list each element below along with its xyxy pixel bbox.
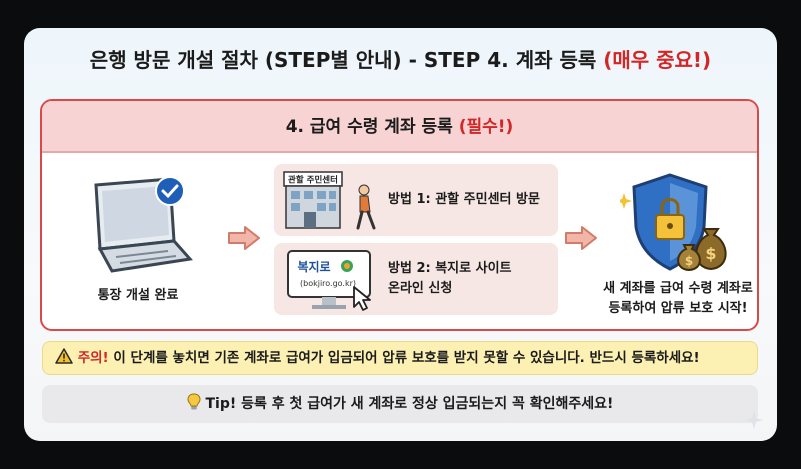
cursor-icon (353, 286, 371, 311)
money-bag-icon: $ $ (677, 228, 727, 272)
method2-label: 방법 2: 복지로 사이트 온라인 신청 (388, 259, 512, 299)
right-caption-line2: 등록하여 압류 보호 시작! (608, 301, 748, 316)
walking-person-icon (356, 184, 376, 230)
lightbulb-icon (187, 393, 201, 410)
right-caption: 새 계좌를 급여 수령 계좌로 등록하여 압류 보호 시작! (598, 279, 757, 319)
laptop-check-icon (94, 176, 193, 273)
arrow-right-icon (228, 226, 260, 250)
warning-banner: 주의! 이 단계를 놓치면 기존 계좌로 급여가 입금되어 압류 보호를 받지 … (42, 341, 758, 375)
arrow-right-icon (565, 226, 597, 250)
warning-text: 이 단계를 놓치면 기존 계좌로 급여가 입금되어 압류 보호를 받지 못할 수… (108, 350, 700, 366)
method-bokjiro-online: 복지로 (bokjiro.go.kr) 방법 2: 복지로 사이트 온라인 신청 (274, 243, 558, 315)
panel-heading-text: 4. 급여 수령 계좌 등록 (285, 117, 459, 137)
bokjiro-logo-text: 복지로 (297, 259, 330, 274)
title-main: 은행 방문 개설 절차 (STEP별 안내) - STEP 4. 계좌 등록 (89, 48, 604, 72)
panel-required-badge: (필수!) (458, 117, 514, 137)
title-emphasis: (매우 중요!) (603, 48, 712, 72)
bokjiro-url-text: (bokjiro.go.kr) (300, 279, 356, 288)
protection-start-column: $ $ 새 계좌를 급여 수령 계좌로 등록하여 압류 보호 시작! (598, 171, 757, 327)
community-center-icon: 관할 주민센터 (283, 171, 376, 230)
shield-lock-icon: $ $ (620, 173, 727, 272)
tip-text: Tip! 등록 후 첫 급여가 새 계좌로 정상 입금되는지 꼭 확인해주세요! (205, 396, 614, 412)
method2-label-line2: 온라인 신청 (388, 281, 453, 296)
step-panel: 4. 급여 수령 계좌 등록 (필수!) 통장 개설 완료 관할 주민센터 (40, 99, 759, 331)
tip-banner: Tip! 등록 후 첫 급여가 새 계좌로 정상 입금되는지 꼭 확인해주세요! (42, 385, 758, 423)
page-title: 은행 방문 개설 절차 (STEP별 안내) - STEP 4. 계좌 등록 (… (24, 38, 777, 82)
sparkle-icon (745, 411, 763, 429)
svg-text:$: $ (685, 254, 693, 268)
svg-text:$: $ (705, 244, 716, 263)
right-caption-line1: 새 계좌를 급여 수령 계좌로 (603, 281, 753, 296)
infographic-card: 은행 방문 개설 절차 (STEP별 안내) - STEP 4. 계좌 등록 (… (24, 28, 777, 441)
left-caption: 통장 개설 완료 (97, 288, 179, 303)
monitor-bokjiro-icon: 복지로 (bokjiro.go.kr) (287, 250, 371, 311)
panel-heading: 4. 급여 수령 계좌 등록 (필수!) (42, 101, 757, 153)
method2-label-line1: 방법 2: 복지로 사이트 (388, 261, 512, 276)
account-opened-column: 통장 개설 완료 (68, 175, 208, 315)
warning-label: 주의! (77, 350, 109, 366)
method1-label: 방법 1: 관할 주민센터 방문 (388, 192, 540, 207)
sign-text: 관할 주민센터 (288, 175, 338, 186)
method-community-center: 관할 주민센터 방법 1: 관할 주민센터 방문 (274, 164, 558, 236)
warning-icon (55, 348, 73, 364)
